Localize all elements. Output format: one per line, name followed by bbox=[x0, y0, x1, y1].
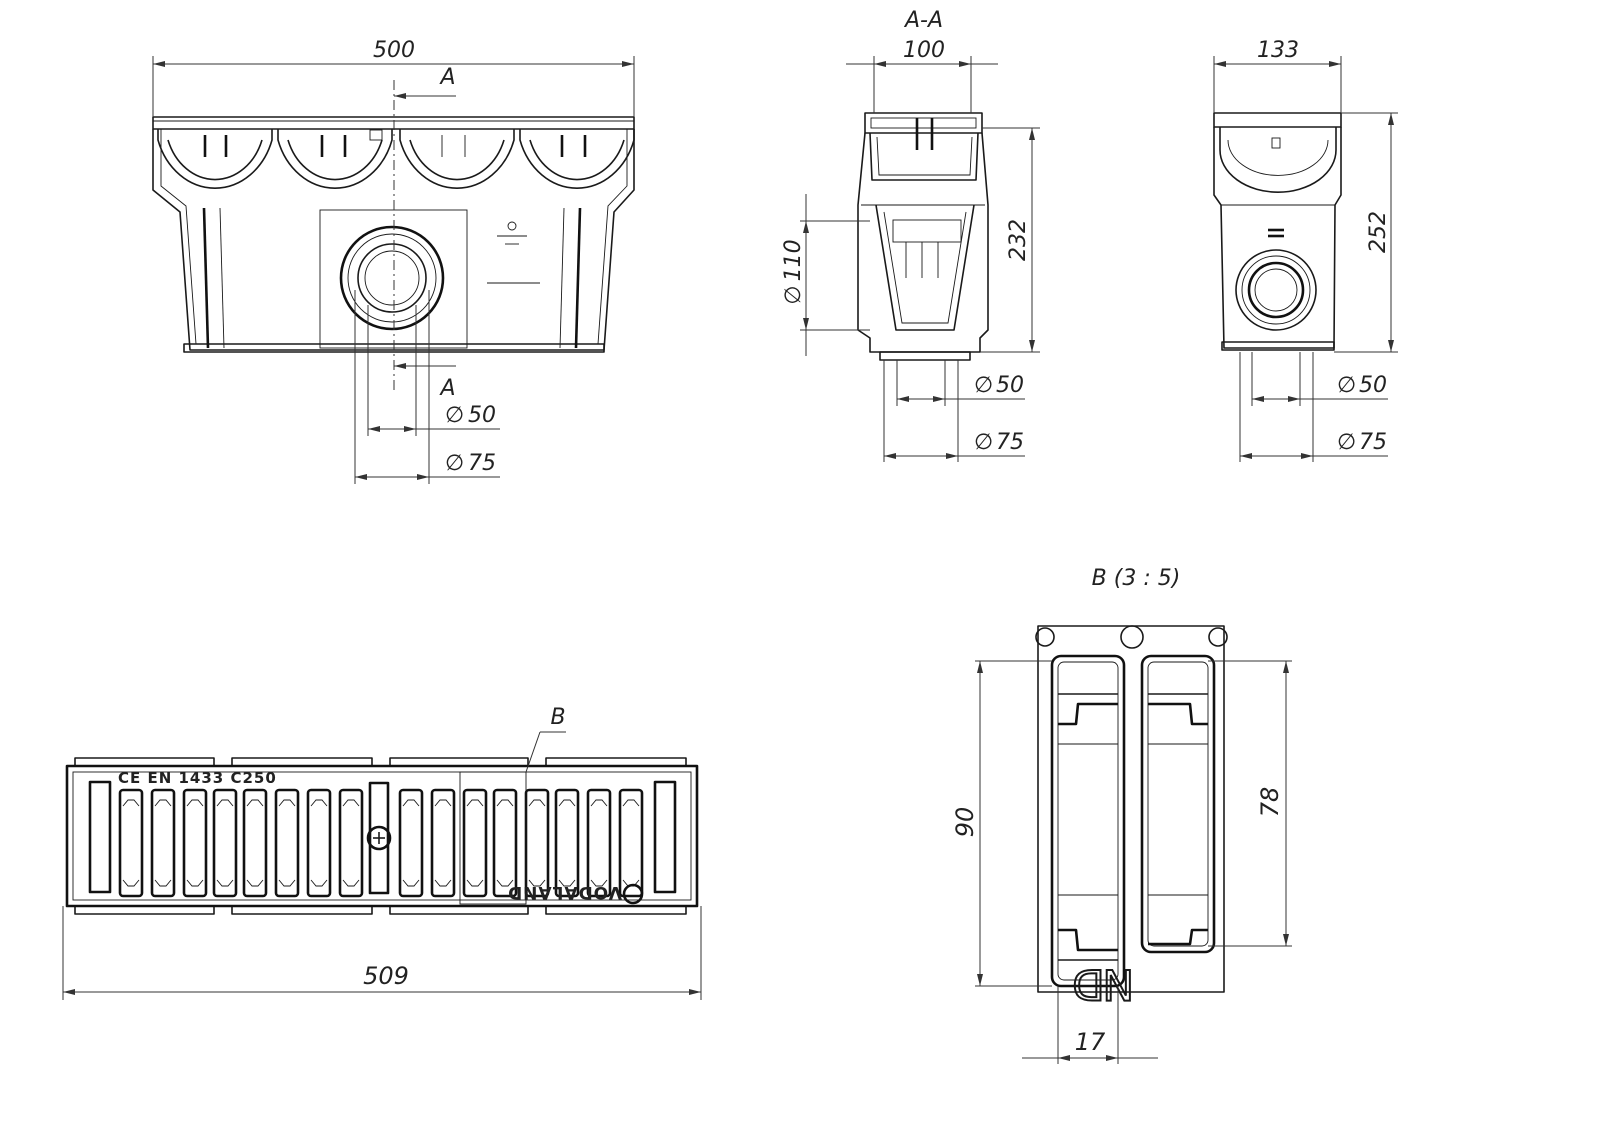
section-diameter-symbol-110: ∅ bbox=[781, 285, 806, 304]
grate-slot bbox=[306, 788, 332, 898]
detail-view: B (3 : 5) ND 90 78 bbox=[951, 566, 1292, 1064]
side-outlet-outer-dim: 75 bbox=[1359, 430, 1387, 455]
grate-slot-top-rib bbox=[278, 799, 296, 807]
grate-slot bbox=[430, 788, 456, 898]
section-view: A-A 100 232 ∅ 110 bbox=[781, 8, 1040, 462]
detail-title: B (3 : 5) bbox=[1092, 566, 1181, 591]
grate-slot-top-rib bbox=[590, 799, 608, 807]
grate-slot bbox=[618, 788, 644, 898]
side-diameter-symbol-75: ∅ bbox=[1337, 430, 1356, 455]
side-height-dim: 252 bbox=[1366, 211, 1391, 253]
side-diameter-symbol-50: ∅ bbox=[1337, 373, 1356, 398]
section-height-dim: 232 bbox=[1006, 219, 1031, 261]
front-view: 500 A A ∅ 50 ∅ 75 bbox=[152, 38, 635, 484]
grate-slot-top-rib bbox=[466, 799, 484, 807]
grate-slot bbox=[274, 788, 300, 898]
grate-slot-bottom-rib bbox=[402, 879, 420, 887]
grate-slot bbox=[242, 788, 268, 898]
section-width-dim: 100 bbox=[903, 38, 945, 63]
detail-inner-height-dim: 78 bbox=[1256, 787, 1284, 818]
grate-slot bbox=[554, 788, 580, 898]
front-diameter-symbol-50: ∅ bbox=[445, 403, 464, 428]
grate-slot-bottom-rib bbox=[216, 879, 234, 887]
grate-brand: VODALAND bbox=[507, 882, 622, 902]
grate-slot-top-rib bbox=[402, 799, 420, 807]
grate-slot-top-rib bbox=[154, 799, 172, 807]
grate-slot bbox=[398, 788, 424, 898]
grate-slot bbox=[462, 788, 488, 898]
grate-marking: CE EN 1433 C250 bbox=[118, 769, 277, 787]
front-width-dim: 500 bbox=[373, 38, 415, 63]
grate-slot-bottom-rib bbox=[278, 879, 296, 887]
front-outlet-outer-dim: 75 bbox=[468, 451, 496, 476]
detail-outer-height-dim: 90 bbox=[951, 807, 979, 838]
grate-slot-top-rib bbox=[496, 799, 514, 807]
grate-slot bbox=[150, 788, 176, 898]
grate-slot-bottom-rib bbox=[528, 879, 546, 887]
grate-slot-bottom-rib bbox=[590, 879, 608, 887]
grate-slot-top-rib bbox=[342, 799, 360, 807]
side-outlet-inner-dim: 50 bbox=[1359, 373, 1387, 398]
grate-slot bbox=[118, 788, 144, 898]
detail-corner-glyphs: ND bbox=[1074, 960, 1134, 1009]
grate-slot-top-rib bbox=[122, 799, 140, 807]
section-mark-bottom: A bbox=[438, 376, 455, 401]
grate-slot-bottom-rib bbox=[466, 879, 484, 887]
top-view: CE EN 1433 C250 VODALAND B 509 bbox=[62, 705, 702, 1000]
grate-slot-bottom-rib bbox=[496, 879, 514, 887]
grate-slot-top-rib bbox=[528, 799, 546, 807]
grate-slot-top-rib bbox=[558, 799, 576, 807]
grate-slot-bottom-rib bbox=[434, 879, 452, 887]
grate-slot bbox=[492, 788, 518, 898]
grate-slot-top-rib bbox=[216, 799, 234, 807]
front-diameter-symbol-75: ∅ bbox=[445, 451, 464, 476]
section-diameter-symbol-50: ∅ bbox=[974, 373, 993, 398]
section-inlet-dim-value: 110 bbox=[781, 239, 806, 281]
grate-slot bbox=[586, 788, 612, 898]
grate-slot-top-rib bbox=[622, 799, 640, 807]
detail-slot-width-dim: 17 bbox=[1075, 1028, 1106, 1056]
grate-slot bbox=[182, 788, 208, 898]
section-title: A-A bbox=[903, 8, 943, 33]
grate-slot-bottom-rib bbox=[342, 879, 360, 887]
grate-slot-bottom-rib bbox=[310, 879, 328, 887]
grate-slot-top-rib bbox=[186, 799, 204, 807]
grate-slot bbox=[338, 788, 364, 898]
detail-callout-label: B bbox=[550, 705, 565, 730]
front-outlet-inner-dim: 50 bbox=[468, 403, 496, 428]
section-inlet-dim: ∅ 110 bbox=[781, 239, 806, 304]
grate-slots bbox=[118, 788, 644, 898]
grate-slot-top-rib bbox=[246, 799, 264, 807]
side-width-dim: 133 bbox=[1257, 38, 1299, 63]
section-diameter-symbol-75: ∅ bbox=[974, 430, 993, 455]
section-mark-top: A bbox=[438, 65, 455, 90]
side-view: 133 252 ∅ 50 ∅ 75 bbox=[1213, 38, 1398, 462]
grate-slot-top-rib bbox=[434, 799, 452, 807]
grate-slot bbox=[212, 788, 238, 898]
section-outlet-inner-dim: 50 bbox=[996, 373, 1024, 398]
grate-slot-bottom-rib bbox=[246, 879, 264, 887]
section-outlet-outer-dim: 75 bbox=[996, 430, 1024, 455]
grate-slot-top-rib bbox=[310, 799, 328, 807]
top-length-dim: 509 bbox=[363, 962, 409, 990]
grate-slot-bottom-rib bbox=[154, 879, 172, 887]
grate-slot-bottom-rib bbox=[122, 879, 140, 887]
grate-slot-bottom-rib bbox=[186, 879, 204, 887]
grate-slot-bottom-rib bbox=[558, 879, 576, 887]
